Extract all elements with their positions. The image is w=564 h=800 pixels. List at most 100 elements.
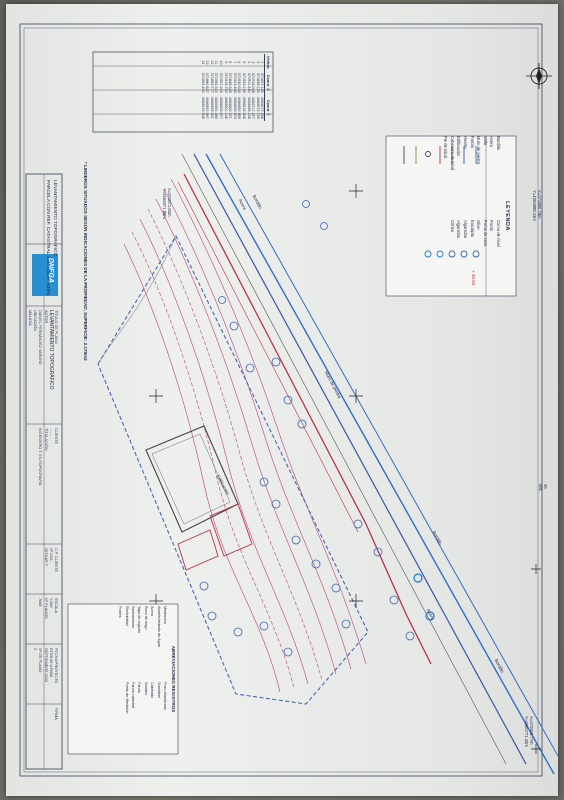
legend-item: Pie de talud (443, 136, 449, 159)
table-cell: 4066600.271 (228, 96, 233, 119)
abbreviation-item: Abastecimiento de Agua (156, 606, 161, 647)
table-row: 2 371858.115 4066572.729 (255, 54, 260, 121)
legend-item: Algarrobo (456, 220, 462, 239)
table-cell: 9 (223, 61, 228, 64)
table-cell: 4066606.877 (219, 96, 224, 119)
legend-item: Cítrico (449, 220, 455, 233)
table-cell: 371915.792 (223, 72, 228, 93)
table-cell: 371923.408 (232, 72, 237, 93)
table-cell: 4066656.573 (232, 96, 237, 119)
signature-label: FIRMA (54, 708, 58, 720)
total-label: Nº PLANOS (43, 598, 48, 619)
north-arrow-icon (526, 63, 552, 89)
table-cell: 4066618.528 (242, 96, 247, 119)
table-row: 11 371960.310 4066594.480 (214, 54, 219, 121)
abbreviations-title: ABREVIACIONES REGISTROS (171, 645, 176, 713)
grid-crosses (149, 184, 541, 754)
table-cell: 371867.115 (260, 72, 265, 93)
location: MÁLAGA (27, 310, 32, 326)
abbreviations-box (67, 603, 179, 755)
table-cell: 371868.345 (228, 72, 233, 93)
sheet-inner-frame (23, 27, 539, 773)
table-row: 5 371923.118 4066618.528 (241, 54, 246, 121)
company-logo: DNFGA (47, 258, 54, 283)
coordinate-label-1: X=371880.78m Y=4066888.43m (532, 190, 542, 221)
abbreviation-item: Punto de Medición (124, 682, 129, 714)
vertex-table-grid (92, 51, 274, 133)
table-cell: 371883.777 (209, 72, 214, 93)
table-cell: 1 (260, 61, 265, 64)
table-cell: 371960.310 (214, 72, 219, 93)
table-cell: 4066601.146 (223, 96, 228, 119)
scale-note: 35 Mts (538, 484, 548, 491)
table-cell: 371930.535 (237, 72, 242, 93)
title-cell-client: CLIENTE .......... TITULACIÓN INGENIERO … (37, 428, 58, 485)
stone-wall (183, 173, 432, 665)
title-cell-signature: FIRMA (54, 708, 58, 720)
abbreviation-item: Medianero (163, 606, 167, 624)
abbreviation-item: Cableado (150, 682, 155, 699)
slope-line (97, 235, 177, 365)
legend-item: Muro de piedra (476, 136, 482, 165)
table-cell: 2 (255, 61, 260, 64)
title-cell-plan: TÍTULO DE PLANO LEVANTAMIENTO TOPOGRÁFIC… (27, 310, 58, 390)
vertex-table-header-cell: Vértice (264, 54, 270, 71)
contour-lines (123, 178, 367, 693)
table-cell: 4066572.729 (255, 96, 260, 119)
degree: INGENIERO T. EN TOPOGRAFÍA (38, 428, 43, 486)
legend-item: Cabecera de talud (449, 136, 455, 171)
table-cell: 4066594.480 (214, 96, 219, 119)
sheet-frame (19, 23, 543, 777)
table-cell: 8 (228, 61, 233, 64)
abbreviation-item: Electricidad (124, 606, 129, 626)
client: .......... (48, 428, 53, 439)
table-cell: 10 (219, 60, 224, 65)
job-label: C.P. CLIENTE (54, 548, 58, 572)
table-cell: 371907.105 (219, 72, 224, 93)
property-boundary (97, 234, 369, 705)
degree-label: TITULACIÓN (43, 428, 48, 451)
coordinate-label-2: X=371871.83m Y=4066971.88m (162, 188, 172, 219)
tree-symbols (199, 200, 435, 657)
vertex-table-header-cell: Coord. X (264, 70, 270, 95)
author: DANIEL FERNÁNDEZ VARONE (38, 310, 43, 365)
abbreviation-item: Tapa de registro (137, 606, 142, 634)
abbreviation-item: Postes (118, 606, 123, 618)
date-label: FECHA/PROYECTO (54, 648, 58, 684)
legend-item: Bordillo (496, 136, 501, 150)
abbreviation-item: Farola catastral (130, 682, 135, 709)
title-cell-scale: ESCALA 1:250 Nº PLANOS 7668 (37, 598, 58, 619)
table-cell: 371880.837 (205, 72, 210, 93)
plan-drawing (19, 23, 558, 777)
table-cell: 11 (214, 60, 219, 65)
table-cell: 14 (200, 60, 205, 65)
license: 2073/AP-7 (43, 548, 48, 566)
logo-box (32, 254, 58, 296)
spot-height: + 38.63 (471, 270, 476, 286)
table-cell: 5 (242, 61, 247, 64)
boundary-note: * LINDEROS SITUADOS SEGÚN INDICACIONES D… (83, 162, 88, 361)
table-cell: 371858.115 (255, 72, 260, 93)
legend-swatches (403, 146, 480, 258)
legend-item: Huerto (463, 136, 469, 149)
abbreviation-item: Sumidero (156, 682, 161, 699)
stone-wall-inner (177, 181, 359, 533)
client-label: CLIENTE (54, 428, 58, 445)
legend-title: LEYENDA (504, 201, 510, 231)
table-cell: 4066592.597 (205, 96, 210, 119)
table-cell: 371923.118 (242, 72, 247, 93)
legend-item: Edificación (456, 136, 462, 157)
legend-item: Punto de cota (482, 220, 488, 246)
table-cell: 4066576.548 (200, 96, 205, 119)
table-cell: 3 (251, 61, 256, 64)
building-footprint (145, 425, 253, 571)
title-cell-license: C.P. CLIENTE Nº COL. 2073/AP-7 (42, 548, 58, 572)
table-row: 9 371915.792 4066601.146 (223, 54, 228, 121)
